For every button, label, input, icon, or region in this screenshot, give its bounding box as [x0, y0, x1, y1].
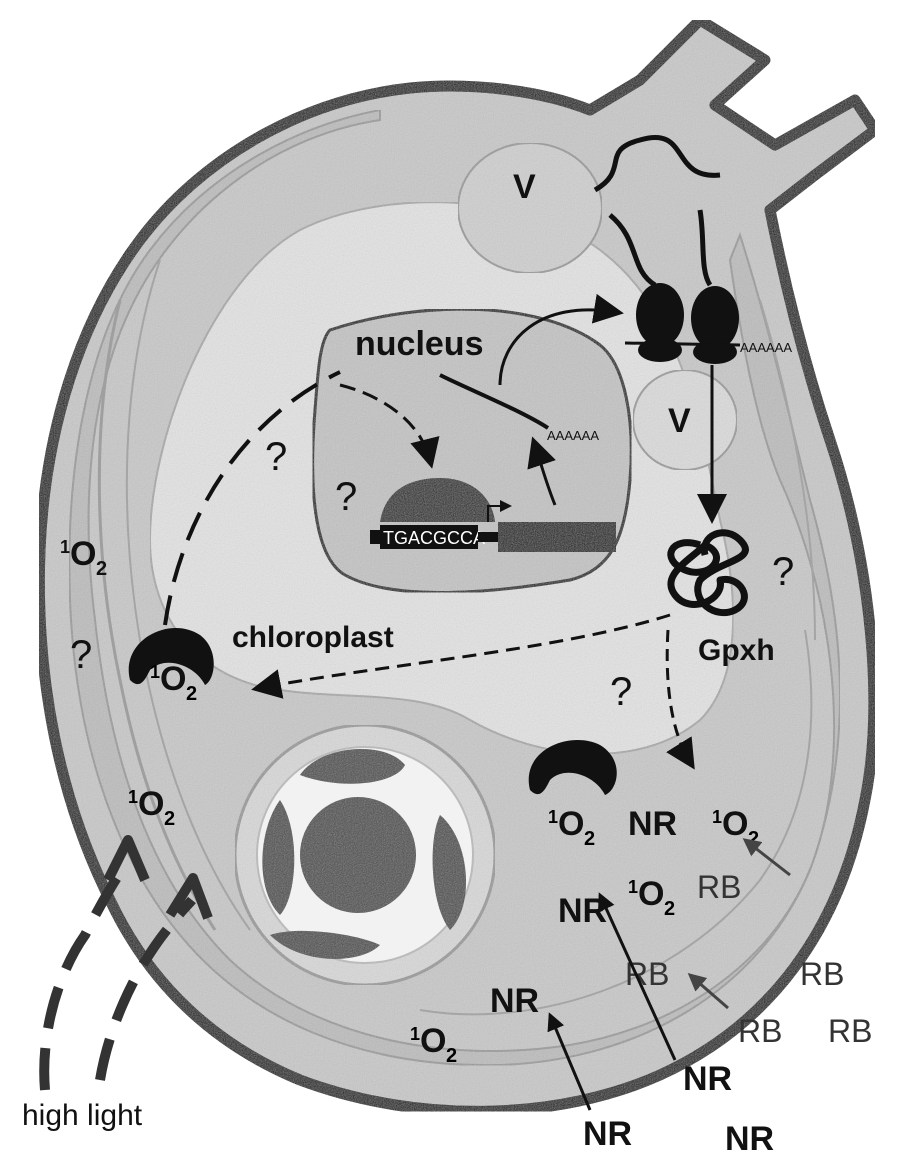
question-mark-1: ? — [265, 435, 287, 479]
promoter-sequence: TGACGCCA — [383, 528, 485, 548]
svg-text:1: 1 — [548, 807, 558, 827]
ribosome-large-1 — [636, 283, 684, 347]
question-mark-2: ? — [335, 475, 357, 519]
pyrenoid-core — [300, 797, 416, 913]
vacuole-mid-label: V — [668, 402, 691, 440]
nuclear-polya: AAAAAA — [547, 428, 599, 443]
nr-label-6: NR — [725, 1120, 774, 1157]
vacuole-top-label: V — [513, 168, 536, 206]
svg-text:O: O — [722, 805, 748, 843]
nr-label-3: NR — [490, 982, 539, 1020]
svg-text:1: 1 — [150, 662, 160, 682]
cytosolic-mrna — [625, 343, 740, 345]
svg-text:O: O — [420, 1022, 446, 1060]
svg-text:2: 2 — [96, 558, 107, 580]
high-light-label: high light — [22, 1099, 143, 1132]
vacuole-top — [458, 143, 602, 273]
question-mark-3: ? — [772, 550, 794, 594]
gene-coding — [498, 522, 616, 552]
svg-text:2: 2 — [446, 1045, 457, 1067]
rb-label-1: RB — [697, 869, 741, 905]
svg-text:O: O — [70, 535, 96, 573]
svg-text:1: 1 — [128, 787, 138, 807]
question-mark-5: ? — [610, 670, 632, 714]
svg-text:1: 1 — [712, 807, 722, 827]
svg-text:1: 1 — [410, 1024, 420, 1044]
svg-text:2: 2 — [664, 898, 675, 920]
svg-text:1: 1 — [628, 877, 638, 897]
gpxh-label: Gpxh — [698, 634, 775, 667]
svg-text:2: 2 — [164, 808, 175, 830]
cytosolic-polya: AAAAAA — [740, 340, 792, 355]
nr-label-5: NR — [583, 1115, 632, 1153]
rb-label-4: RB — [738, 1013, 782, 1049]
nucleus-label: nucleus — [355, 325, 483, 363]
nr-label-1: NR — [628, 805, 677, 843]
nr-label-4: NR — [683, 1060, 732, 1098]
svg-text:O: O — [138, 785, 164, 823]
svg-text:1: 1 — [60, 537, 70, 557]
gene-left-flank — [370, 530, 380, 544]
svg-text:2: 2 — [584, 828, 595, 850]
ribosome-small-1 — [638, 338, 682, 362]
svg-text:2: 2 — [186, 683, 197, 705]
question-mark-4: ? — [70, 633, 92, 677]
svg-text:O: O — [160, 660, 186, 698]
chloroplast-label: chloroplast — [232, 621, 394, 654]
rb-label-3: RB — [800, 956, 844, 992]
gene-linker — [478, 532, 498, 542]
rb-label-5: RB — [828, 1013, 872, 1049]
svg-text:O: O — [638, 875, 664, 913]
svg-text:O: O — [558, 805, 584, 843]
